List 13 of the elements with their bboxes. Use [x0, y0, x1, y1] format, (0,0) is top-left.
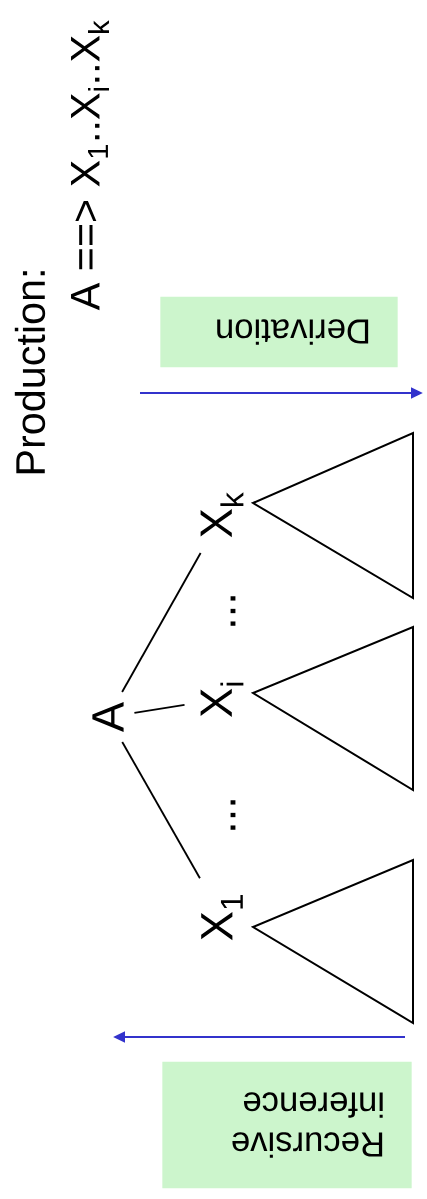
- tree-symbol: X$_{1}$: [201, 894, 243, 941]
- tree-symbol: A: [92, 701, 124, 733]
- tree-symbol: X$_{i}$: [200, 682, 244, 717]
- label-box: Derivation: [160, 296, 398, 368]
- tree-branch: [121, 552, 202, 693]
- heading: Production:: [14, 271, 46, 474]
- ellipsis: ...: [230, 800, 236, 830]
- label-box: Recursive inference: [162, 1061, 412, 1189]
- production-rule: A ==> X$_{1}$..X$_{i}$..X$_{k}$: [71, 20, 109, 311]
- tree-branch: [133, 704, 186, 714]
- ellipsis: ...: [230, 596, 236, 626]
- tree-symbol: X$_{k}$: [200, 492, 244, 538]
- tree-branch: [121, 741, 201, 880]
